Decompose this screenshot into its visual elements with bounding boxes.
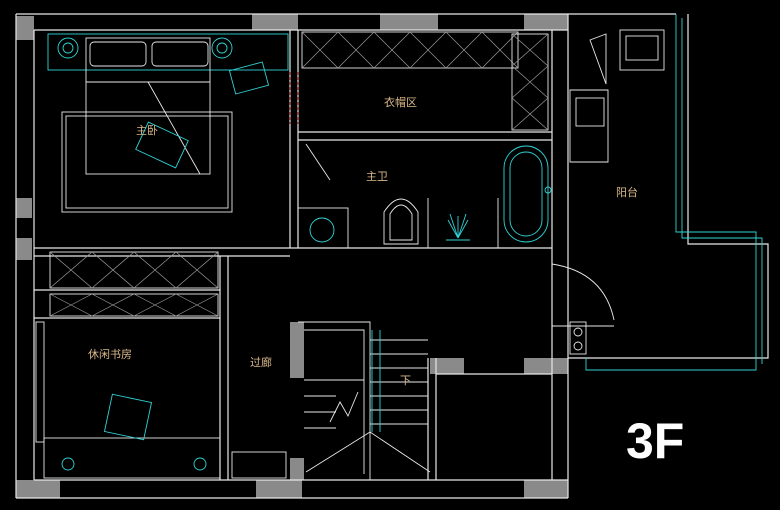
closet-cabinets	[289, 31, 549, 131]
interior-walls	[34, 30, 552, 480]
label-balcony: 阳台	[616, 185, 638, 199]
outer-walls	[15, 13, 769, 499]
label-study: 休闲书房	[88, 347, 132, 361]
staircase	[304, 330, 431, 473]
label-closet: 衣帽区	[384, 95, 417, 109]
label-master-bedroom: 主卧	[136, 124, 158, 137]
label-stair-down: 下	[400, 374, 411, 387]
bedroom-furniture	[47, 33, 289, 213]
balcony-appliances	[551, 29, 665, 355]
label-master-bath: 主卫	[366, 170, 388, 183]
bath-fixtures	[297, 143, 552, 249]
structural-columns	[16, 14, 568, 498]
study-furniture	[35, 251, 287, 479]
label-corridor: 过廊	[250, 355, 272, 369]
floor-label: 3F	[626, 413, 684, 469]
